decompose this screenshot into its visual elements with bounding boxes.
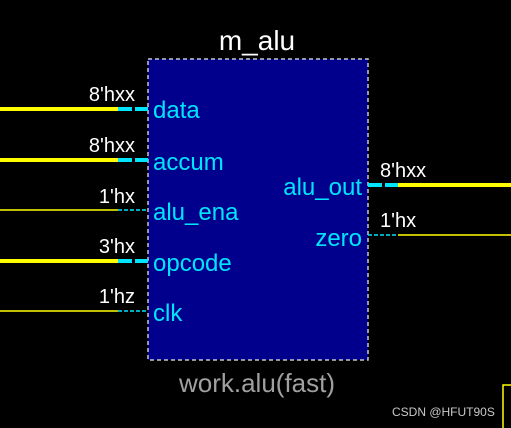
module-name: m_alu [219,25,295,56]
signal-value-clk: 1'hz [99,286,135,308]
signal-value-opcode: 3'hx [99,236,135,258]
signal-value-alu-out: 8'hxx [380,160,426,182]
signal-value-alu-ena: 1'hx [99,186,135,208]
signal-value-accum: 8'hxx [89,135,135,157]
port-label-alu-out: alu_out [283,174,362,201]
watermark: CSDN @HFUT90S [392,405,495,419]
input-port-accum[interactable]: 8'hxx accum [0,135,224,176]
input-port-data[interactable]: 8'hxx data [0,84,200,124]
input-port-opcode[interactable]: 3'hx opcode [0,236,232,277]
port-label-clk: clk [153,300,183,327]
signal-value-data: 8'hxx [89,84,135,106]
signal-value-zero: 1'hx [380,210,416,232]
instance-label: work.alu(fast) [178,368,335,398]
output-port-alu-out[interactable]: 8'hxx alu_out [283,160,511,201]
port-label-zero: zero [315,225,362,252]
port-label-data: data [153,97,200,124]
output-port-zero[interactable]: 1'hx zero [315,210,511,252]
port-label-opcode: opcode [153,250,232,277]
port-label-alu-ena: alu_ena [153,199,239,226]
input-port-alu-ena[interactable]: 1'hx alu_ena [0,186,239,226]
port-label-accum: accum [153,149,224,176]
adjacent-block-edge [502,384,511,428]
module-block[interactable] [147,58,369,361]
input-port-clk[interactable]: 1'hz clk [0,286,183,327]
